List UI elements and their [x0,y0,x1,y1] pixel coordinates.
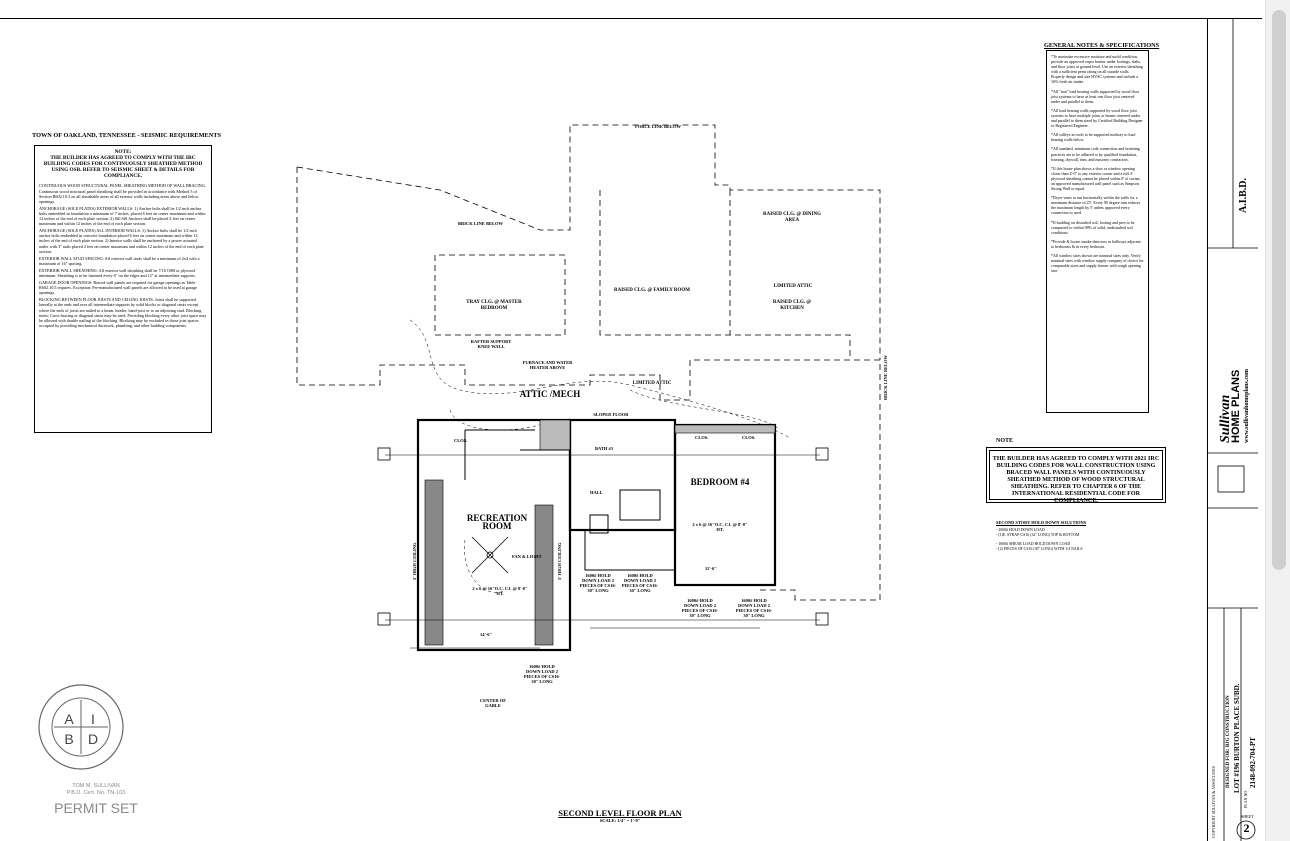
limited-attic-label: LIMITED ATTIC [632,381,672,386]
sheet-number: 2 [1243,821,1250,835]
seismic-paragraph: CONTINUOUS WOOD STRUCTURAL PANEL SHEATHI… [39,183,206,204]
seal-letter: D [88,731,98,747]
seismic-title: TOWN OF OAKLAND, TENNESSEE - SEISMIC REQ… [32,132,222,139]
wall-note-head: NOTE [996,438,1014,444]
brand-name: HOME PLANS [1230,369,1242,443]
brick-line-label: BRICK LINE BELOW [458,221,504,226]
general-note: *Provide & locate smoke detectors in hal… [1051,238,1141,249]
copyright-text: COPYRIGHT SULLIVAN & ASSOCIATES [1211,766,1216,838]
seismic-paragraph: ANCHORAGE (SOLE PLATES) ALL INTERIOR WAL… [39,228,204,254]
seismic-paragraph: ANCHORAGE (SOLE PLATES) EXTERIOR WALLS: … [39,205,206,227]
permit-set-label: PERMIT SET [54,800,138,816]
lot-text: LOT #196 BURTON PLACE SUBD. [1233,683,1241,793]
aibd-seal-icon: A I B D [38,684,124,770]
closet-label: CLOS. [454,438,468,443]
seal-letter: I [91,711,95,727]
general-note: *All "non" load bearing walls supported … [1051,88,1140,104]
title-block: A.I.B.D. Sullivan HOME PLANS www.sulliva… [1207,18,1258,841]
hold-down-title: SECOND STORY HOLD DOWN SOLUTIONS [996,520,1087,525]
sheet-label: SHEET [1241,814,1254,819]
ceiling-joist-label: 2 x 6 @ 16"O.C. CJ. @ 8'-0" HT. [472,586,528,596]
limited-attic-label: LIMITED ATTIC [773,284,813,289]
floor-plan-title: SECOND LEVEL FLOOR PLAN [558,808,682,818]
ceiling-joist-label: 2 x 6 @ 16"O.C. CJ. @ 8'-0" HT. [692,522,748,532]
ceiling-height-label: 5' HIGH CEILING [412,542,417,580]
title-block-frame [1208,18,1258,841]
seal-letter: A [64,711,74,727]
general-notes-box: *To minimize excessive moisture and mold… [1046,50,1149,413]
seal-caption-name: TOM M. SULLIVAN [72,783,120,789]
furnace-label: FURNACE AND WATER HEATER ABOVE [522,360,573,370]
hold-down-line: - 2000# HOLD DOWN LOAD [996,528,1045,532]
seismic-paragraph: EXTERIOR WALL STUD SPACING: All exterior… [39,255,200,266]
attic-mech-label: ATTIC /MECH [519,389,581,399]
force-line-label: FORCE LINE BELOW [635,124,682,129]
seismic-paragraph: BLOCKING BETWEEN FLOOR JOISTS AND CEILIN… [39,297,207,328]
recreation-room-label: RECREATION ROOM [466,513,528,531]
seismic-requirements-box: NOTE: THE BUILDER HAS AGREED TO COMPLY W… [34,145,212,433]
dimension-label: 14'-6" [480,632,492,637]
general-note: *All window sizes shown are nominal size… [1051,253,1144,274]
sloped-floor-label: SLOPED FLOOR [593,412,629,417]
fan-light-label: FAN & LIGHT [512,554,542,559]
raised-ceiling-kitchen-label: RAISED CLG. @ KITCHEN [772,300,812,311]
rafter-support-label: RAFTER SUPPORT KNEE WALL [470,339,512,349]
center-of-gable-label: CENTER OF GABLE [479,698,507,708]
general-note: *All load bearing walls supported by woo… [1051,107,1143,129]
wall-note-text: THE BUILDER HAS AGREED TO COMPLY WITH 20… [989,450,1163,504]
hold-down-callout: 1600# HOLD DOWN LOAD 2 PIECES OF CS16-30… [523,664,561,684]
hold-down-callout: 1600# HOLD DOWN LOAD 2 PIECES OF CS16-30… [681,598,719,618]
general-notes-title: GENERAL NOTES & SPECIFICATIONS [1044,42,1160,49]
raised-ceiling-family-label: RAISED CLG. @ FAMILY ROOM [614,288,690,293]
hold-down-line: - (2) PIECES OF CS16 (30" LONG) WITH 1/4… [996,547,1083,551]
general-note: *To minimize excessive moisture and mold… [1051,54,1143,85]
floor-plan-scale: SCALE: 1/4" = 1'-0" [599,818,641,823]
hold-down-callout: 1600# HOLD DOWN LOAD 2 PIECES OF CS16-30… [621,573,659,593]
plan-no-label: PLAN NO. [1243,789,1248,808]
general-note: *If building on disturbed soil, footing … [1051,219,1135,235]
bath-label: BATH #3 [595,446,614,451]
plan-number: 2148-092-704-PT [1249,737,1257,788]
seismic-note-head: NOTE: [114,149,132,155]
wall-note-box: THE BUILDER HAS AGREED TO COMPLY WITH 20… [986,447,1166,504]
designed-for-text: DESIGNED FOR: BJG CONSTRUCTION [1226,695,1231,788]
aibd-title-text: A.I.B.D. [1238,177,1249,213]
general-note: *All standard, minimum code connection a… [1051,146,1140,162]
general-note: *Dryer vents to run horizontally within … [1051,195,1141,216]
closet-label: CLOS. [695,435,709,440]
hall-label: HALL [590,490,603,495]
general-note: *If this house plan shows a door or wind… [1051,165,1141,192]
scrollbar-thumb[interactable] [1272,10,1286,570]
hold-down-line: - (1)E. STRAP-CS16 (32" LONG) TOP & BOTT… [996,533,1080,537]
hold-down-callout: 1600# HOLD DOWN LOAD 2 PIECES OF CS16-30… [579,573,617,593]
dimension-label: 11'-6" [705,566,717,571]
sheet-border-top [0,18,1262,19]
seismic-note-text: THE BUILDER HAS AGREED TO COMPLY WITH TH… [43,155,203,180]
bedroom-4-label: BEDROOM #4 [690,477,750,487]
hold-down-callout: 1600# HOLD DOWN LOAD 2 PIECES OF CS16-30… [735,598,773,618]
general-note: *All valleys in roofs to be supported mi… [1051,132,1136,143]
second-level-floor-plan-drawing [296,124,881,652]
seal-caption-cert: P.B.D. Cert. No. TN-103 [66,790,126,796]
hold-down-line: - 1600# SHEAR LOAD HOLD DOWN LOAD [996,542,1071,546]
seismic-paragraph: EXTERIOR WALL SHEATHING: All exterior wa… [39,267,196,278]
ceiling-height-label: 5' HIGH CEILING [557,542,562,580]
closet-label: CLOS. [742,435,756,440]
brick-line-right-label: BRICK LINE BELOW [883,354,888,400]
seismic-paragraph: GARAGE DOOR OPENINGS: Braced wall panels… [39,280,198,296]
seal-letter: B [64,731,73,747]
brand-url: www.sullivanhomeplans.com [1244,368,1250,443]
tray-ceiling-label: TRAY CLG. @ MASTER BEDROOM [466,300,522,311]
raised-ceiling-dining-label: RAISED CLG. @ DINING AREA [763,212,821,223]
